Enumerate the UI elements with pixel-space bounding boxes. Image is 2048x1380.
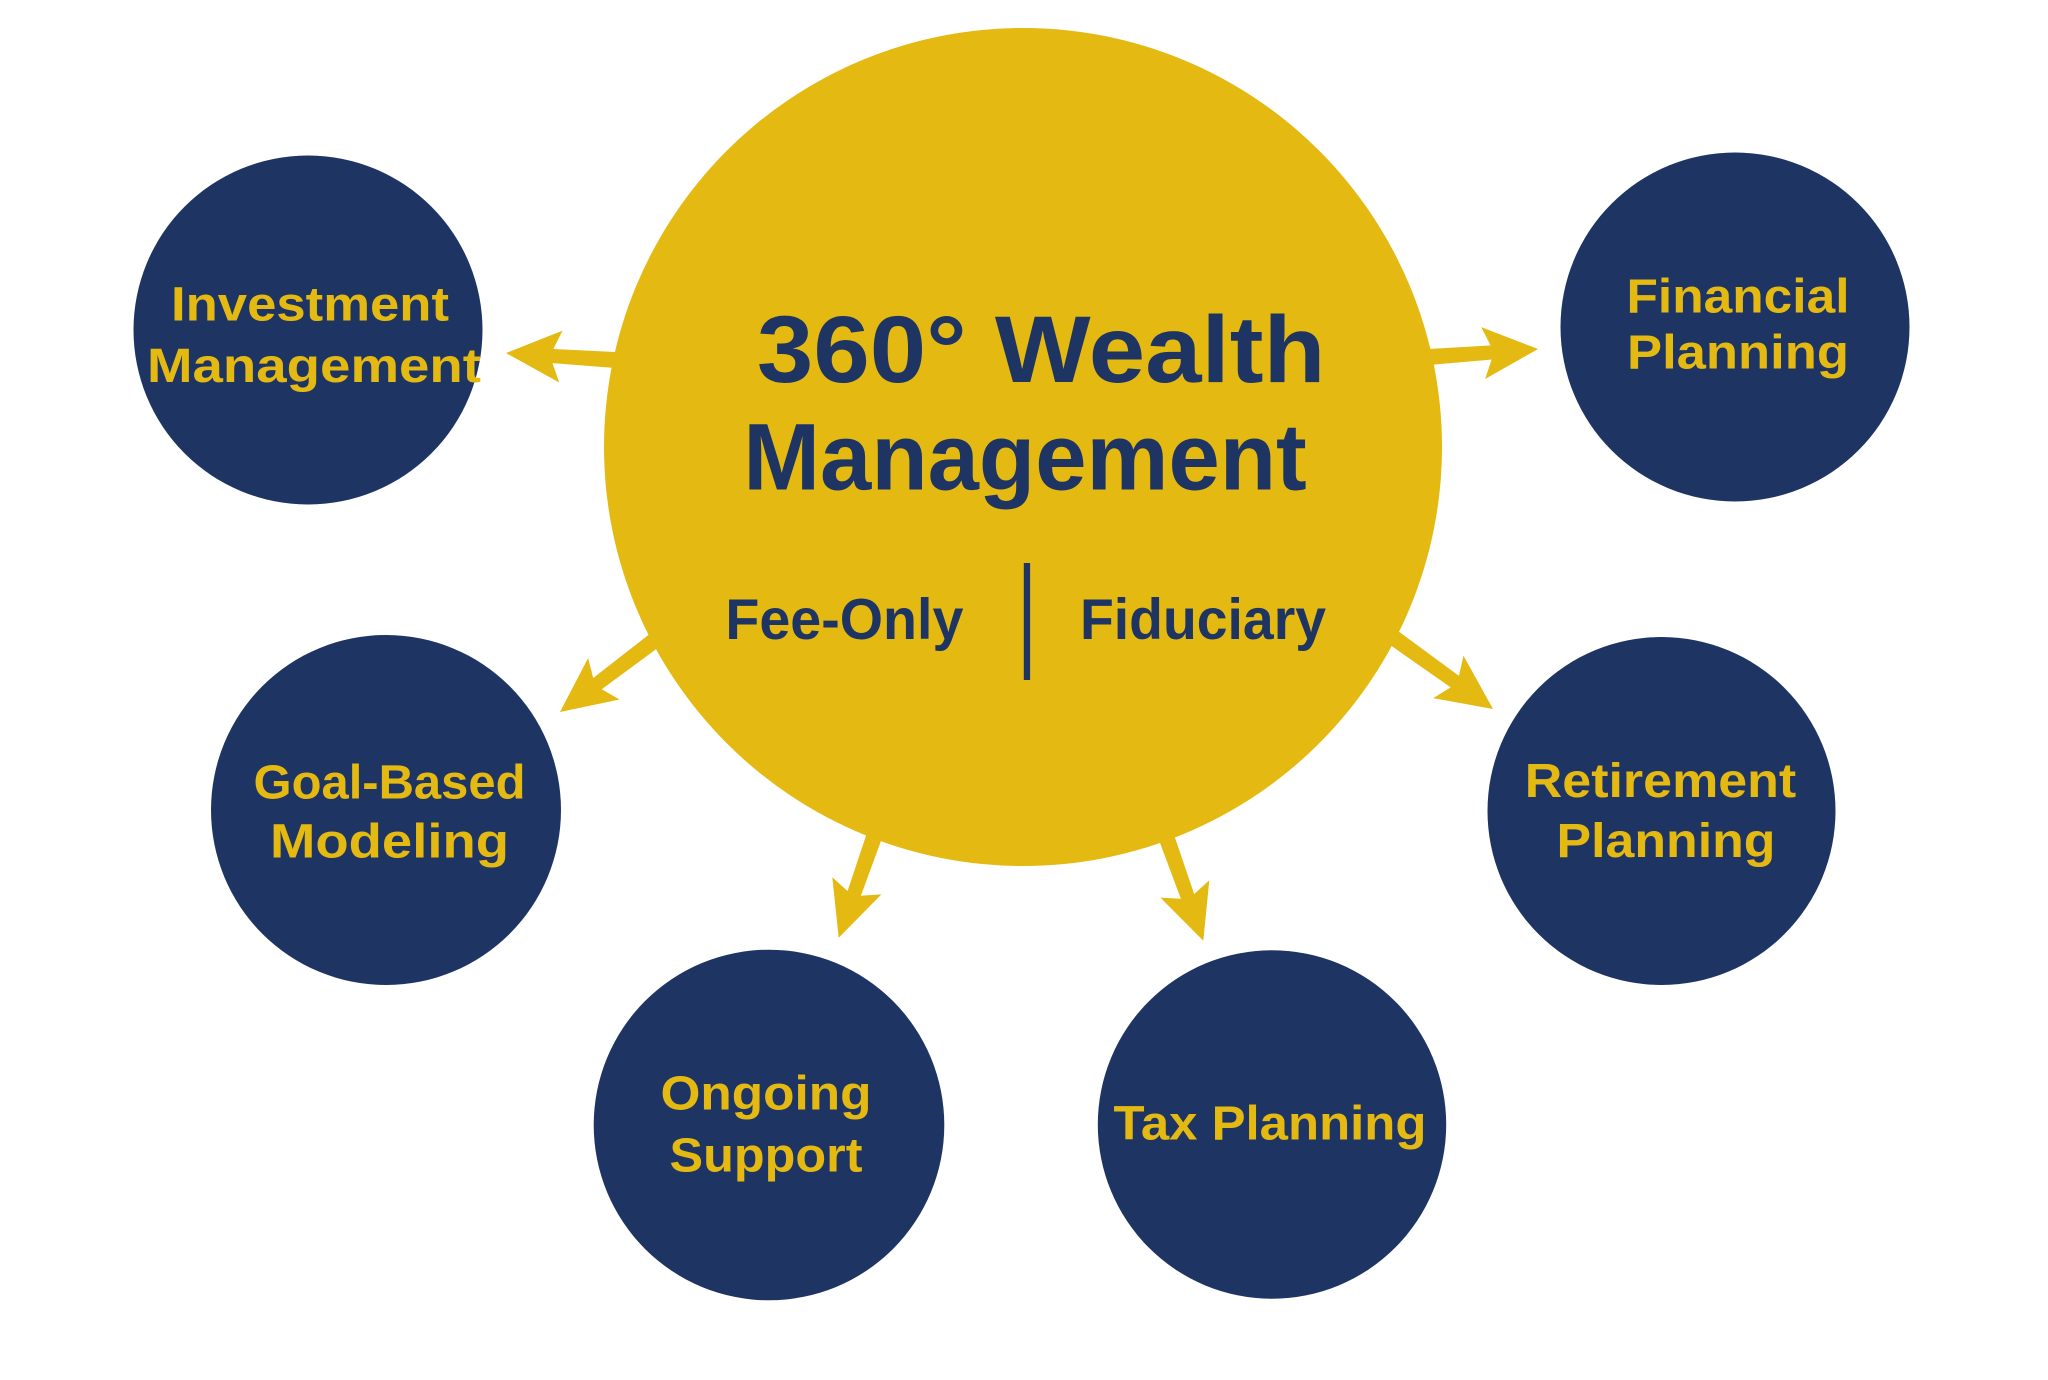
svg-text:Support: Support: [670, 1129, 863, 1183]
svg-text:Fee-Only: Fee-Only: [725, 588, 963, 652]
svg-text:Planning: Planning: [1627, 325, 1849, 379]
svg-text:Goal-Based: Goal-Based: [254, 755, 526, 809]
svg-text:360° Wealth: 360° Wealth: [757, 297, 1326, 402]
svg-text:Financial: Financial: [1627, 269, 1850, 323]
svg-text:Management: Management: [743, 405, 1307, 510]
svg-text:Tax Planning: Tax Planning: [1114, 1097, 1427, 1151]
svg-text:Investment: Investment: [171, 278, 449, 332]
svg-text:Ongoing: Ongoing: [661, 1067, 872, 1121]
svg-text:Fiduciary: Fiduciary: [1080, 588, 1326, 652]
svg-text:Management: Management: [147, 339, 481, 393]
svg-text:Planning: Planning: [1557, 814, 1776, 868]
svg-text:Retirement: Retirement: [1525, 754, 1797, 808]
svg-text:Modeling: Modeling: [270, 815, 509, 869]
